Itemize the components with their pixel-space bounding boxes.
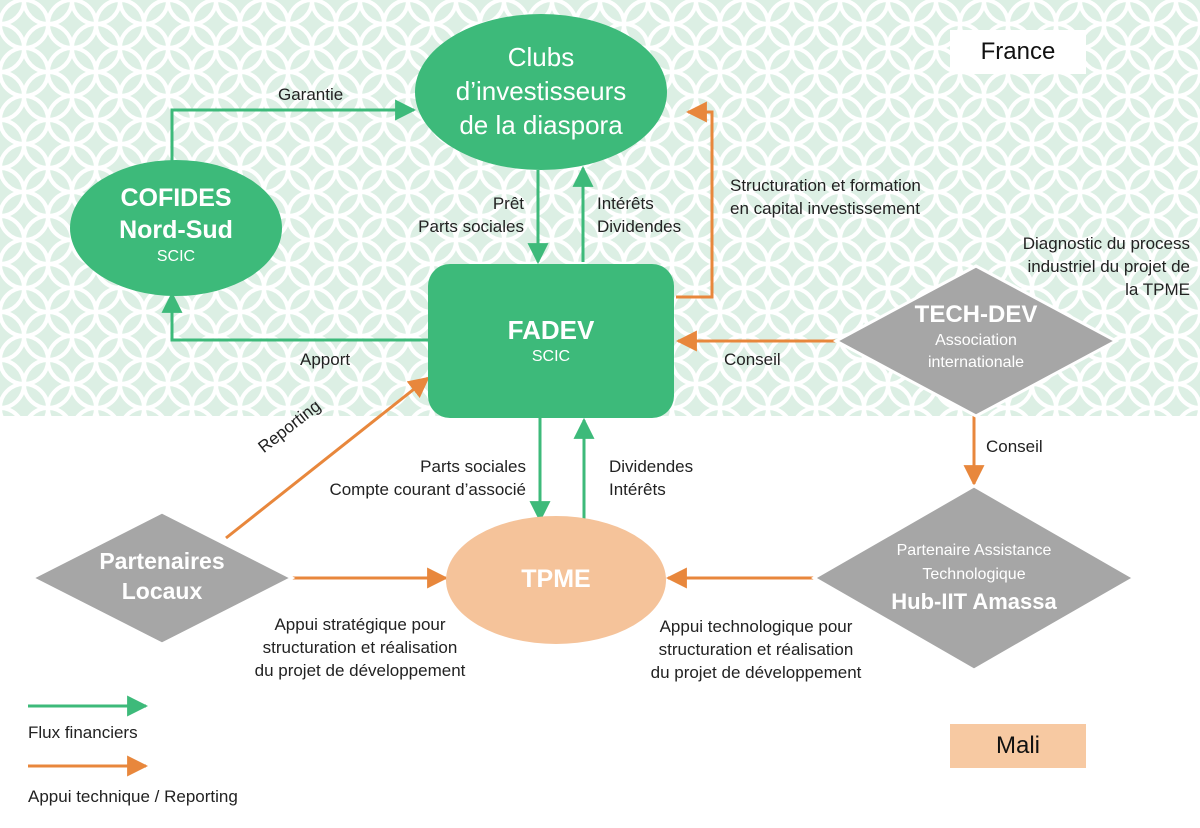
france-label: France bbox=[980, 38, 1056, 65]
label-garantie: Garantie bbox=[278, 85, 344, 104]
techdev-name: TECH-DEV bbox=[914, 301, 1038, 328]
label-appui-tech-l2: structuration et réalisation bbox=[658, 639, 854, 659]
fadev-text: FADEV SCIC bbox=[428, 314, 674, 368]
mali-box bbox=[950, 724, 1086, 768]
label-structuration-l1: Structuration et formation bbox=[730, 176, 921, 195]
fadev-name: FADEV bbox=[507, 315, 595, 345]
label-dividendes-top: Dividendes bbox=[597, 216, 682, 236]
label-structuration-l2: en capital investissement bbox=[730, 198, 920, 218]
label-dividendes-group: Dividendes Intérêts bbox=[609, 456, 693, 502]
node-tpme bbox=[446, 516, 666, 644]
mali-label: Mali bbox=[995, 732, 1040, 759]
techdev-sub1: Association bbox=[935, 332, 1017, 349]
cofides-text: COFIDES Nord-Sud SCIC bbox=[70, 182, 282, 268]
legend-technical-label: Appui technique / Reporting bbox=[28, 787, 238, 806]
cofides-line1: COFIDES bbox=[120, 184, 232, 212]
cofides-sub: SCIC bbox=[156, 248, 196, 265]
label-apport: Apport bbox=[300, 350, 351, 369]
edge-apport bbox=[161, 291, 428, 342]
hub-pre2: Technologique bbox=[922, 566, 1026, 583]
node-partenaires bbox=[28, 510, 296, 646]
label-parts-sociales-group: Parts sociales Compte courant d’associé bbox=[300, 456, 526, 502]
clubs-line3: de la diaspora bbox=[459, 110, 623, 140]
node-fadev bbox=[428, 264, 674, 418]
label-interets-bottom: Intérêts bbox=[609, 479, 666, 499]
label-dividendes-bottom: Dividendes bbox=[609, 457, 694, 476]
label-appui-strat-l2: structuration et réalisation bbox=[262, 637, 458, 657]
label-interets-group: Intérêts Dividendes bbox=[597, 193, 681, 239]
hub-name: Hub-IIT Amassa bbox=[891, 589, 1057, 614]
label-diagnostic-l3: la TPME bbox=[1125, 279, 1190, 299]
edge-reporting bbox=[225, 376, 430, 540]
label-parts-sociales-top: Parts sociales bbox=[418, 216, 524, 236]
label-appui-technologique-group: Appui technologique pour structuration e… bbox=[626, 616, 886, 685]
partenaires-line2: Locaux bbox=[121, 578, 203, 604]
label-diagnostic-l2: industriel du projet de bbox=[1027, 256, 1190, 276]
techdev-sub2: internationale bbox=[927, 354, 1025, 371]
france-box bbox=[950, 30, 1086, 74]
label-appui-tech-l1: Appui technologique pour bbox=[659, 617, 853, 636]
partenaires-line1: Partenaires bbox=[99, 548, 225, 574]
techdev-text: TECH-DEV Association internationale bbox=[876, 300, 1076, 374]
node-techdev bbox=[832, 264, 1120, 418]
label-appui-tech-l3: du projet de développement bbox=[650, 662, 862, 682]
label-pret-group: Prêt Parts sociales bbox=[380, 193, 524, 239]
clubs-line1: Clubs bbox=[507, 42, 575, 72]
label-diagnostic-l1: Diagnostic du process bbox=[1022, 234, 1190, 253]
partenaires-text: Partenaires Locaux bbox=[62, 546, 262, 606]
label-structuration-group: Structuration et formation en capital in… bbox=[730, 175, 921, 221]
label-pret: Prêt bbox=[492, 194, 524, 213]
label-diagnostic-group: Diagnostic du process industriel du proj… bbox=[960, 233, 1190, 302]
node-clubs bbox=[415, 14, 667, 170]
label-interets-top: Intérêts bbox=[597, 194, 654, 213]
clubs-line2: d’investisseurs bbox=[455, 76, 627, 106]
label-appui-strat-l3: du projet de développement bbox=[254, 660, 466, 680]
tpme-text: TPME bbox=[446, 563, 666, 595]
node-hub bbox=[810, 484, 1138, 672]
label-appui-strategique-group: Appui stratégique pour structuration et … bbox=[230, 614, 490, 683]
label-conseil-hub: Conseil bbox=[986, 437, 1043, 456]
tpme-name: TPME bbox=[521, 565, 591, 593]
legend-financial-label: Flux financiers bbox=[28, 723, 138, 742]
label-parts-sociales-bottom: Parts sociales bbox=[420, 457, 526, 476]
hub-pre1: Partenaire Assistance bbox=[896, 542, 1052, 559]
label-conseil-fadev: Conseil bbox=[724, 350, 781, 369]
fadev-sub: SCIC bbox=[531, 348, 571, 365]
label-appui-strat-l1: Appui stratégique pour bbox=[274, 615, 446, 634]
node-cofides bbox=[70, 160, 282, 296]
edge-structuration bbox=[676, 101, 714, 299]
label-compte-courant: Compte courant d’associé bbox=[329, 479, 526, 499]
cofides-line2: Nord-Sud bbox=[119, 216, 233, 244]
hub-text: Partenaire Assistance Technologique Hub-… bbox=[854, 539, 1094, 617]
clubs-text: Clubs d’investisseurs de la diaspora bbox=[415, 40, 667, 142]
edge-garantie bbox=[170, 99, 417, 165]
